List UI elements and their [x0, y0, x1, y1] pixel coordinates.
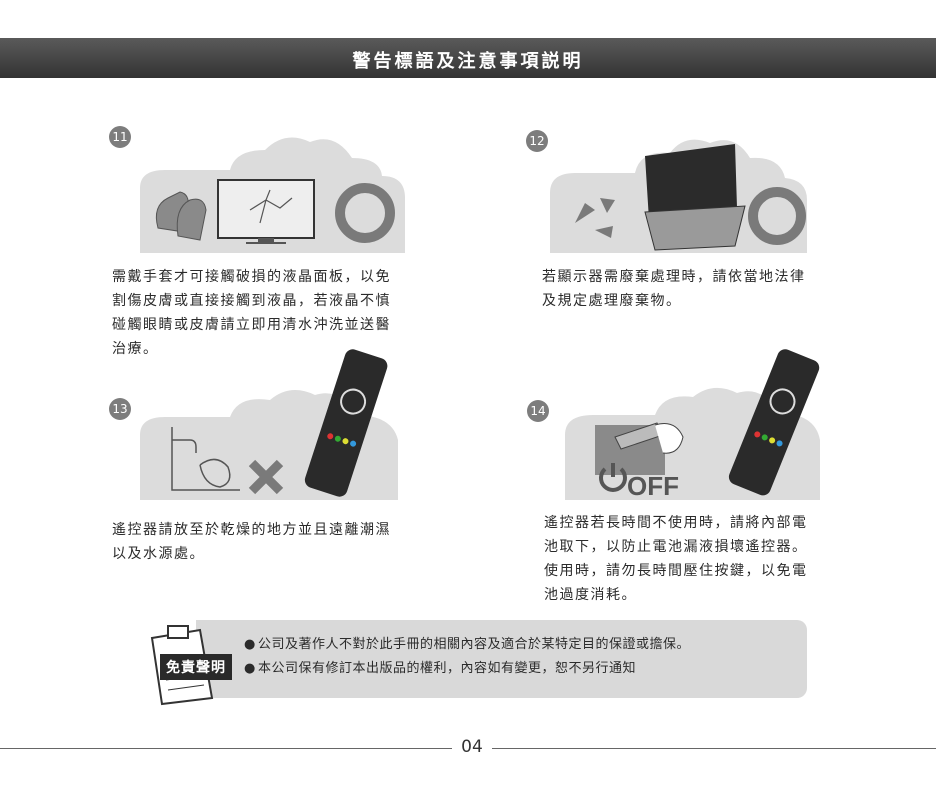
battery-removal-icon	[595, 422, 684, 475]
illustration-12	[550, 139, 807, 253]
illustration-13	[140, 349, 398, 500]
footer-rule-right	[492, 748, 936, 749]
page-title: 警告標語及注意事項説明	[352, 51, 584, 72]
disclaimer-label: 免責聲明	[160, 654, 232, 680]
item-14-description: 遙控器若長時間不使用時，請將內部電 池取下，以防止電池漏液損壞遙控器。 使用時，…	[544, 515, 808, 603]
item-11-number: 11	[109, 126, 131, 148]
item-12-description: 若顯示器需廢棄處理時，請依當地法律 及規定處理廢棄物。	[542, 269, 806, 309]
illustration-14: OFF	[565, 349, 820, 501]
power-off-icon	[599, 463, 627, 492]
item-14-number: 14	[527, 400, 549, 422]
tv-in-bin-icon	[644, 144, 746, 251]
x-icon	[248, 459, 284, 495]
remote-control-icon	[304, 349, 388, 497]
off-label: OFF	[627, 471, 679, 501]
bullet-icon: ●	[244, 637, 256, 652]
header-bar: 警告標語及注意事項説明	[0, 38, 936, 78]
illustration-11	[140, 137, 405, 253]
disclaimer-box	[196, 620, 807, 698]
item-11-description: 需戴手套才可接觸破損的液晶面板，以免 割傷皮膚或直接接觸到液晶，若液晶不慎 碰觸…	[112, 269, 391, 357]
item-13-description: 遙控器請放至於乾燥的地方並且遠離潮濕 以及水源處。	[112, 522, 391, 562]
bullet-icon: ●	[244, 661, 256, 676]
circle-icon	[748, 187, 806, 245]
disclaimer-item: ●本公司保有修訂本出版品的權利，內容如有變更，恕不另行通知	[244, 661, 637, 676]
circle-icon	[335, 183, 395, 243]
disclaimer-item: ●公司及著作人不對於此手冊的相關內容及適合於某特定目的保證或擔保。	[244, 637, 691, 652]
item-13-number: 13	[109, 398, 131, 420]
gloves-icon	[155, 191, 207, 241]
footer-rule-left	[0, 748, 452, 749]
broken-tv-icon	[217, 179, 315, 244]
remote-control-icon	[728, 349, 820, 496]
faucet-washing-icon	[171, 427, 240, 491]
item-12-number: 12	[526, 130, 548, 152]
page-number: 04	[461, 737, 483, 757]
recycle-icon	[575, 198, 615, 238]
